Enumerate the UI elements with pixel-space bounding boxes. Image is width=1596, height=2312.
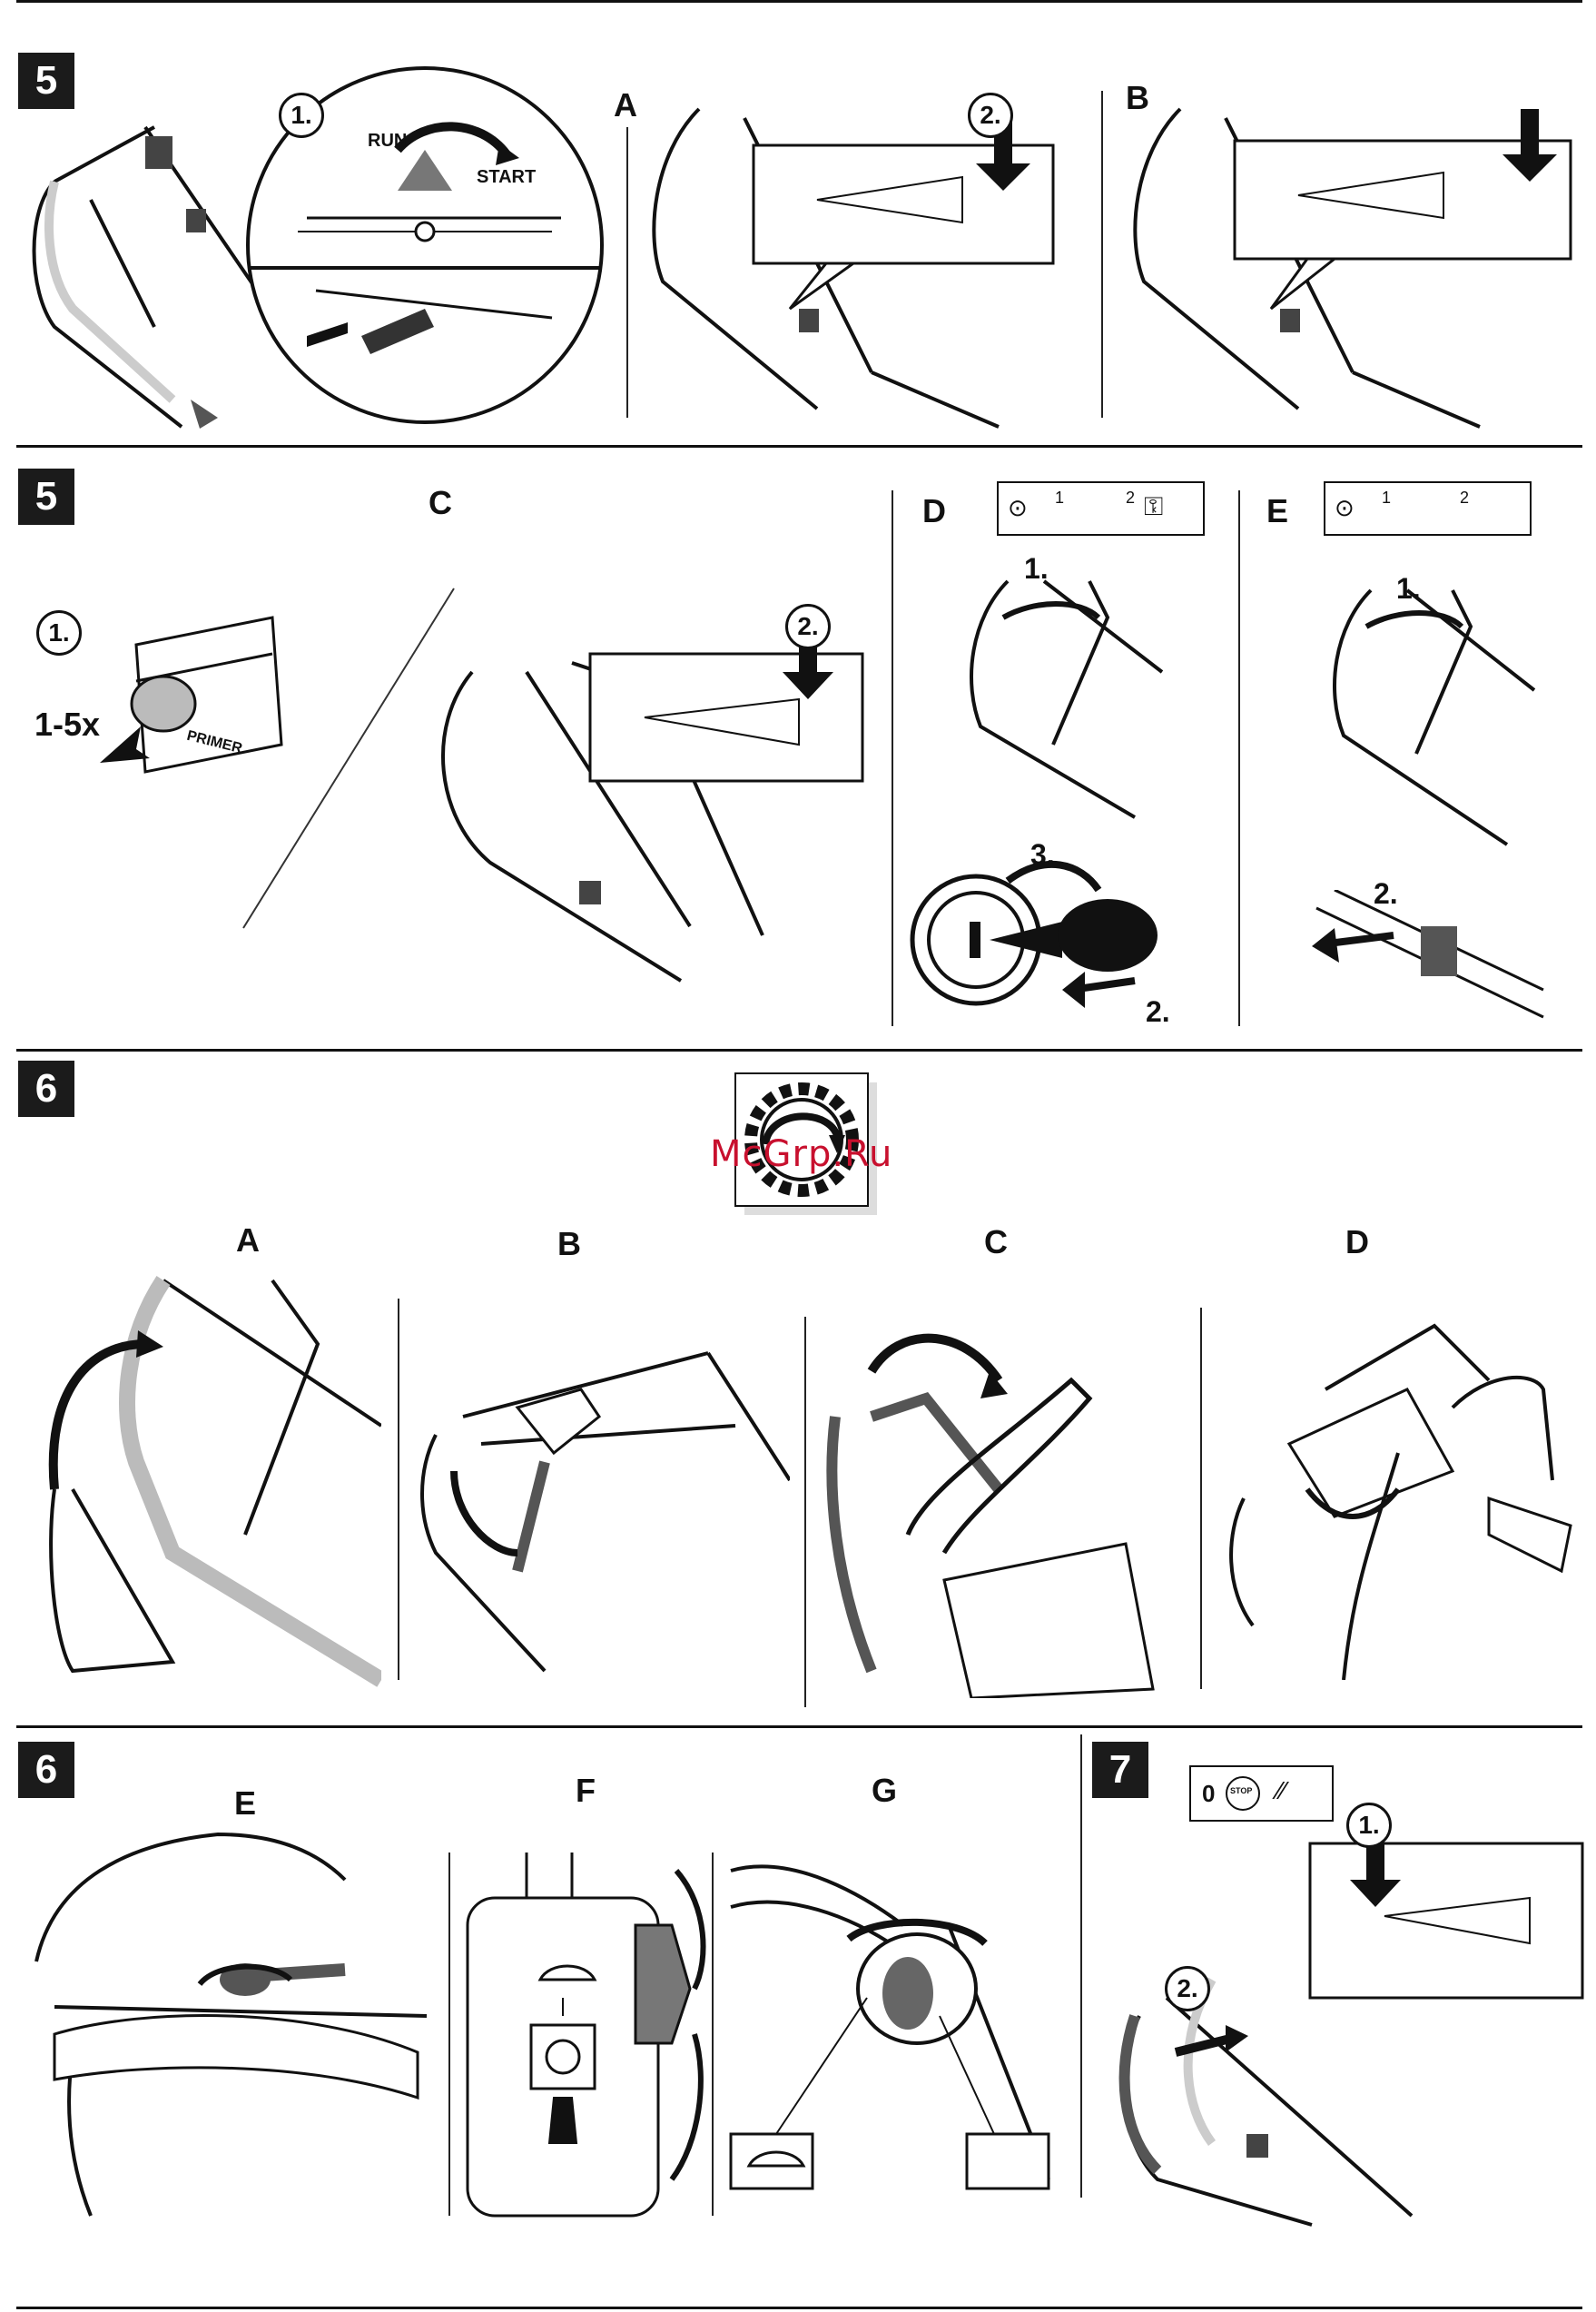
callout-2: 2. <box>968 93 1013 138</box>
top-rule <box>16 0 1582 3</box>
panel-e-label: E <box>1266 495 1288 528</box>
separator-row1 <box>16 445 1582 448</box>
row3-panel-d-label: D <box>1345 1226 1369 1259</box>
divider-row4-g <box>712 1853 714 2216</box>
lever-icon: ⁄⁄ <box>1277 1776 1286 1805</box>
divider-row3-c <box>804 1317 806 1707</box>
step7-callout-2: 2. <box>1165 1966 1210 2011</box>
key-icon: ⚿ <box>1144 492 1163 522</box>
e-step1: 1. <box>1396 574 1421 603</box>
row4-panel-7-art <box>1085 1834 1584 2234</box>
divider-row1-a <box>626 127 628 418</box>
separator-row2 <box>16 1049 1582 1052</box>
run-label: RUN <box>368 132 407 150</box>
row3-panel-a-label: A <box>236 1224 260 1257</box>
d-step1: 1. <box>1024 554 1049 583</box>
row3-panel-d-art <box>1217 1317 1580 1680</box>
d-step2: 2. <box>1146 997 1170 1026</box>
row3-panel-c-art <box>817 1308 1198 1698</box>
callout-1: 1. <box>279 93 324 138</box>
row4-panel-f-art <box>463 1853 717 2225</box>
row4-panel-e-art <box>18 1825 436 2225</box>
step-5-badge-2: 5 <box>18 469 74 525</box>
step-7-badge: 7 <box>1092 1742 1148 1798</box>
row3-panel-b-label: B <box>557 1228 581 1260</box>
divider-row4-7 <box>1080 1734 1082 2198</box>
handle-fold-e <box>1307 563 1543 854</box>
panel-c-label: C <box>429 487 452 519</box>
e-step2: 2. <box>1374 879 1398 908</box>
panel-d-label: D <box>922 495 946 528</box>
row4-panel-e-label: E <box>234 1787 256 1820</box>
handle-fold-d <box>953 563 1171 826</box>
panel-e-icon-box: ⊙ 1 2 <box>1324 481 1532 536</box>
mower-handle-b <box>1117 100 1580 436</box>
starter-handle-e <box>1307 890 1552 1026</box>
divider-row4-f <box>448 1853 450 2216</box>
e-icon-n1: 1 <box>1382 489 1391 508</box>
panel-c-callout: 2. <box>785 604 831 649</box>
stop-icon-zero: 0 <box>1202 1780 1215 1808</box>
row3-panel-c-label: C <box>984 1226 1008 1259</box>
d-icon-n2: 2 <box>1126 489 1135 508</box>
step-6-badge-2: 6 <box>18 1742 74 1798</box>
panel-a-label: A <box>614 89 637 122</box>
e-icon-n2: 2 <box>1460 489 1469 508</box>
divider-row3-b <box>398 1299 399 1680</box>
divider-row2-d <box>892 490 893 1026</box>
row4-panel-g-art <box>722 1853 1067 2225</box>
ignition-key-illustration <box>908 854 1198 1017</box>
engine-icon-e: ⊙ <box>1335 494 1355 522</box>
divider-row2-e <box>1238 490 1240 1026</box>
divider-row1-b <box>1101 91 1103 418</box>
bottom-rule <box>16 2307 1582 2309</box>
row4-panel-g-label: G <box>872 1774 897 1807</box>
d-icon-n1: 1 <box>1055 489 1064 508</box>
engine-icon: ⊙ <box>1008 494 1028 522</box>
step7-callout-1: 1. <box>1346 1803 1392 1848</box>
row4-panel-f-label: F <box>576 1774 596 1807</box>
panel-d-icon-box: ⊙ 1 2 ⚿ <box>997 481 1205 536</box>
watermark-text: McGrp.Ru <box>710 1133 892 1175</box>
step-6-badge: 6 <box>18 1061 74 1117</box>
mower-handle-a <box>635 100 1108 436</box>
stop-icon-box: 0 STOP ⁄⁄ <box>1189 1765 1334 1822</box>
row3-panel-a-art <box>36 1262 381 1689</box>
stop-icon-text: STOP <box>1230 1786 1252 1795</box>
divider-row3-d <box>1200 1308 1202 1689</box>
mower-handle-c <box>418 636 872 990</box>
separator-row3 <box>16 1725 1582 1728</box>
primer-callout: 1. <box>36 610 82 656</box>
row3-panel-b-art <box>409 1335 790 1680</box>
d-step3: 3. <box>1030 840 1055 869</box>
start-label: START <box>477 168 536 186</box>
